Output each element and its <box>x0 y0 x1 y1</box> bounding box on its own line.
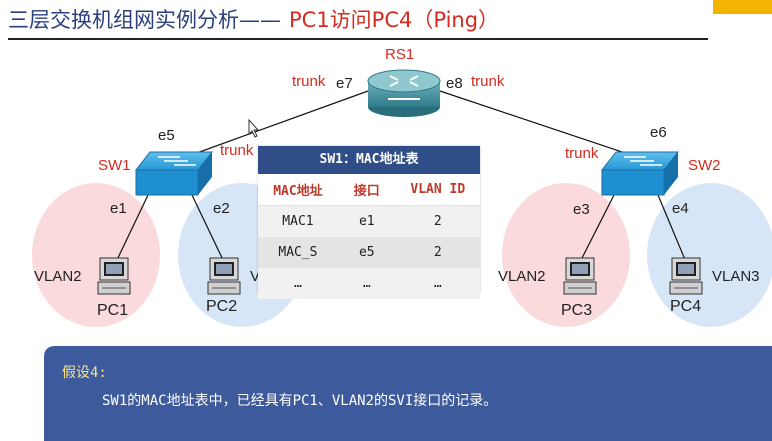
link-rs1-sw1 <box>182 90 369 159</box>
cell-vlan: 2 <box>395 205 480 237</box>
cell-port: e5 <box>337 237 396 268</box>
pc3-label: PC3 <box>561 302 593 319</box>
pc2-label: PC2 <box>206 298 238 315</box>
vlan-label-pc3: VLAN2 <box>498 268 546 285</box>
mac-table-title: SW1：MAC地址表 <box>258 146 480 174</box>
title-sub: PC1访问PC4（Ping） <box>289 8 500 32</box>
cell-mac: MAC_S <box>258 237 338 268</box>
assumption-panel: 假设4: SW1的MAC地址表中，已经具有PC1、VLAN2的SVI接口的记录。 <box>44 346 772 441</box>
vlan2-zone-right <box>502 183 630 327</box>
vlan-label-pc2: V <box>250 268 261 285</box>
port-e3: e3 <box>573 201 590 218</box>
pc4-label: PC4 <box>670 298 702 315</box>
port-e1: e1 <box>110 200 127 217</box>
pc-icon-pc4 <box>669 257 703 295</box>
pc1-label: PC1 <box>97 302 129 319</box>
link-sw1-pc2 <box>191 194 225 263</box>
link-rs1-sw2 <box>439 90 641 159</box>
cell-vlan: … <box>395 268 480 299</box>
table-row: MAC1 e1 2 <box>258 205 480 237</box>
link-sw2-pc4 <box>657 194 687 263</box>
port-e2: e2 <box>213 200 230 217</box>
pc-icon-pc1 <box>97 257 131 295</box>
port-e5: e5 <box>158 127 175 144</box>
vlan2-zone-left <box>32 183 160 327</box>
header-vlan: VLAN ID <box>395 174 480 206</box>
cell-vlan: 2 <box>395 237 480 268</box>
port-e8: e8 <box>446 75 463 92</box>
pc-icon-pc2 <box>207 257 241 295</box>
corner-accent <box>713 0 772 14</box>
header-port: 接口 <box>337 174 396 206</box>
mac-address-table: SW1：MAC地址表 MAC地址 接口 VLAN ID MAC1 e1 2 MA… <box>258 146 480 299</box>
sw2-label: SW2 <box>688 157 721 174</box>
table-row: … … … <box>258 268 480 299</box>
switch-icon-sw2 <box>600 151 680 196</box>
trunk-label-e6: trunk <box>565 145 599 162</box>
mouse-cursor-icon <box>248 118 260 138</box>
port-e7: e7 <box>336 75 353 92</box>
title-underline <box>8 38 708 40</box>
header-mac: MAC地址 <box>258 174 338 206</box>
assumption-text: SW1的MAC地址表中，已经具有PC1、VLAN2的SVI接口的记录。 <box>102 393 498 409</box>
link-sw2-pc3 <box>579 194 615 263</box>
vlan3-zone <box>647 183 772 327</box>
cell-port: e1 <box>337 205 396 237</box>
mac-table-grid: MAC地址 接口 VLAN ID MAC1 e1 2 MAC_S e5 2 … … <box>258 174 480 299</box>
switch-icon-sw1 <box>134 151 214 196</box>
port-e4: e4 <box>672 200 689 217</box>
port-e6: e6 <box>650 124 667 141</box>
vlan-label-pc1: VLAN2 <box>34 268 82 285</box>
pc-icon-pc3 <box>563 257 597 295</box>
trunk-label-e7: trunk <box>292 73 326 90</box>
trunk-label-e5: trunk <box>220 142 254 159</box>
title-main: 三层交换机组网实例分析—— <box>8 8 281 32</box>
cell-mac: … <box>258 268 338 299</box>
assumption-heading: 假设4: <box>62 365 107 381</box>
cell-mac: MAC1 <box>258 205 338 237</box>
router-icon <box>367 69 441 117</box>
table-row: MAC_S e5 2 <box>258 237 480 268</box>
cell-port: … <box>337 268 396 299</box>
page-title: 三层交换机组网实例分析—— PC1访问PC4（Ping） <box>8 4 499 36</box>
link-sw1-pc1 <box>115 194 149 263</box>
trunk-label-e8: trunk <box>471 73 505 90</box>
router-label: RS1 <box>385 46 415 63</box>
sw1-label: SW1 <box>98 157 131 174</box>
vlan-label-pc4: VLAN3 <box>712 268 760 285</box>
